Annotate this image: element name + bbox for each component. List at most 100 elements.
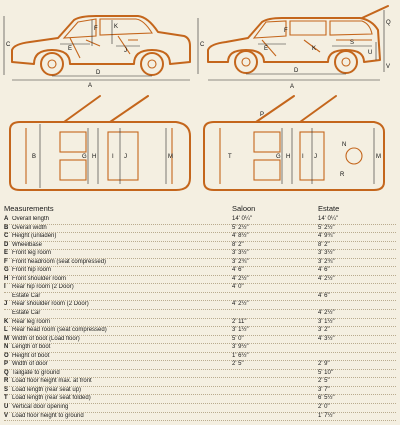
saloon-top-label-j: J — [124, 154, 127, 160]
row-saloon-value — [226, 378, 318, 386]
row-saloon-value: 2' 11" — [232, 318, 247, 325]
row-key: U — [4, 404, 9, 411]
saloon-top-label-m: M — [168, 154, 173, 160]
estate-side-label-u: U — [368, 50, 372, 56]
row-key: M — [4, 335, 9, 342]
row-estate-value: 2' 5" — [318, 378, 330, 385]
row-key: H — [4, 275, 9, 282]
row-key: D — [4, 241, 9, 248]
row-estate-value: 4' 2½" — [318, 310, 335, 317]
row-estate-value: 3' 2¾" — [318, 258, 335, 265]
row-label: Estate Car — [12, 310, 41, 317]
table-row: T Load length (rear seat folded) 6' 5½" — [4, 395, 396, 405]
estate-side-label-v: V — [386, 64, 390, 70]
row-key: L — [4, 327, 8, 334]
row-estate-value — [318, 353, 396, 361]
row-estate-value: 14' 0¼" — [318, 216, 338, 222]
estate-top-label-j: J — [314, 154, 317, 160]
row-estate-value: 5' 2½" — [318, 224, 335, 231]
table-header: Measurements Saloon Estate — [4, 200, 396, 213]
row-saloon-value: 4' 6" — [232, 267, 244, 274]
saloon-top-view: B G H I J M — [9, 95, 191, 191]
row-saloon-value: 2' 5" — [232, 361, 244, 368]
row-saloon-value: 5' 2½" — [232, 224, 249, 231]
row-key: A — [4, 216, 9, 222]
row-estate-value: 2' 0" — [318, 404, 330, 411]
row-key: J — [4, 301, 8, 308]
row-label: Load length (rear seat folded) — [12, 395, 91, 402]
row-saloon-value: 4' 2½" — [232, 275, 249, 282]
row-estate-value: 5' 10" — [318, 369, 333, 376]
row-label: Front hip room — [12, 267, 52, 274]
row-label: Load floor height to ground — [12, 412, 84, 419]
row-estate-value: 6' 5½" — [318, 395, 335, 402]
row-key: P — [4, 361, 9, 368]
row-saloon-value — [226, 310, 318, 318]
saloon-side-label-f: F — [94, 26, 98, 32]
row-label: Height (unladen) — [12, 233, 57, 240]
row-saloon-value: 3' 1½" — [232, 327, 249, 334]
row-label: Load length (rear seat up) — [12, 386, 82, 393]
row-label: Rear leg room — [12, 318, 51, 325]
row-saloon-value: 3' 3½" — [232, 250, 249, 257]
row-label: Width of boot (Load floor) — [12, 335, 80, 342]
row-label: Width of door — [12, 361, 48, 368]
estate-top-view: G H I J M N P R T — [203, 95, 385, 191]
row-estate-value: 3' 1½" — [318, 318, 335, 325]
row-key: K — [4, 318, 9, 325]
row-label: Length of boot — [12, 344, 51, 351]
row-key: V — [4, 412, 9, 419]
saloon-top-label-h: H — [92, 154, 96, 160]
row-saloon-value — [226, 413, 318, 421]
row-label: Overall length — [12, 216, 50, 222]
saloon-side-view: C A D E F J K — [3, 15, 191, 89]
row-estate-value: 3' 7" — [318, 386, 330, 393]
estate-side-label-a: A — [290, 84, 294, 90]
saloon-side-label-d: D — [96, 70, 101, 76]
row-estate-value — [318, 301, 396, 309]
row-label: Front shoulder room — [12, 275, 67, 282]
row-label: Load floor height max. at front — [12, 378, 92, 385]
estate-side-view: C A D E F K S Q V U — [197, 5, 391, 90]
saloon-side-label-l: K — [114, 24, 118, 30]
row-key: C — [4, 233, 9, 240]
header-estate: Estate — [318, 204, 340, 213]
row-label: Overall width — [12, 224, 47, 231]
saloon-side-label-e: E — [68, 46, 72, 52]
row-key: G — [4, 267, 9, 274]
estate-top-label-t: T — [228, 154, 232, 160]
estate-top-label-m: M — [376, 154, 381, 160]
estate-top-label-h: H — [286, 154, 290, 160]
estate-side-label-s: S — [350, 40, 354, 46]
row-label: Vertical door opening — [12, 404, 69, 411]
estate-side-label-d: D — [294, 68, 299, 74]
estate-side-label-k: K — [312, 46, 316, 52]
row-key: T — [4, 395, 8, 402]
row-saloon-value — [226, 387, 318, 395]
saloon-side-label-c: C — [6, 42, 11, 48]
row-estate-value: 4' 2½" — [318, 275, 335, 282]
row-estate-value: 4' 6" — [318, 267, 330, 274]
row-key: E — [4, 250, 9, 257]
estate-side-label-f: F — [284, 28, 288, 34]
row-key: S — [4, 386, 9, 393]
row-saloon-value: 1' 6½" — [232, 352, 249, 359]
row-saloon-value — [226, 395, 318, 403]
estate-side-label-c: C — [200, 42, 205, 48]
saloon-top-label-b: B — [32, 154, 36, 160]
row-label: Rear hip room (2 Door) — [12, 284, 74, 291]
row-saloon-value — [226, 370, 318, 378]
